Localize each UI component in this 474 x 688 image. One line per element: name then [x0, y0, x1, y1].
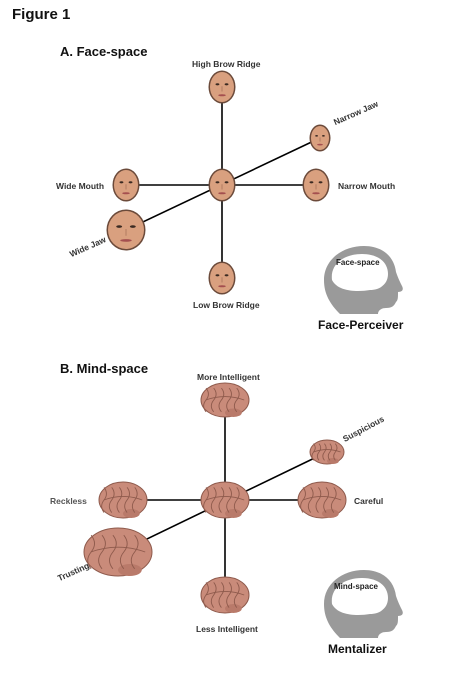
label-less-intelligent: Less Intelligent: [196, 624, 258, 634]
face-wide-jaw: [106, 209, 146, 251]
brain-center: [200, 481, 250, 519]
face-high-brow-ridge: [208, 70, 236, 104]
face-space-head-label: Face-space: [336, 258, 380, 267]
mind-space-head-label: Mind-space: [334, 582, 379, 591]
role-mentalizer: Mentalizer: [328, 642, 387, 656]
mentalizer-head-icon: [324, 570, 403, 638]
brain-more-intelligent: [200, 382, 250, 418]
brain-careful: [297, 481, 347, 519]
brain-suspicious: [309, 439, 345, 465]
label-more-intelligent: More Intelligent: [197, 372, 260, 382]
face-narrow-mouth: [302, 168, 330, 202]
face-center: [208, 168, 236, 202]
role-face-perceiver: Face-Perceiver: [318, 318, 404, 332]
label-careful: Careful: [354, 496, 384, 506]
face-low-brow-ridge: [208, 261, 236, 295]
face-perceiver-head-icon: [324, 246, 403, 314]
face-images: [106, 70, 331, 295]
brain-less-intelligent: [200, 576, 250, 614]
label-wide-mouth: Wide Mouth: [56, 181, 105, 191]
label-narrow-mouth: Narrow Mouth: [338, 181, 396, 191]
face-wide-mouth: [112, 168, 140, 202]
label-reckless: Reckless: [50, 496, 87, 506]
face-narrow-jaw: [309, 124, 331, 152]
panel-b-title: B. Mind-space: [60, 361, 149, 376]
label-low-brow-ridge: Low Brow Ridge: [193, 300, 260, 310]
label-high-brow-ridge: High Brow Ridge: [192, 59, 261, 69]
brain-reckless: [98, 481, 148, 519]
figure-title: Figure 1: [12, 6, 71, 23]
brain-images: [83, 382, 347, 614]
brain-trusting: [83, 527, 153, 577]
panel-a-title: A. Face-space: [60, 44, 148, 59]
